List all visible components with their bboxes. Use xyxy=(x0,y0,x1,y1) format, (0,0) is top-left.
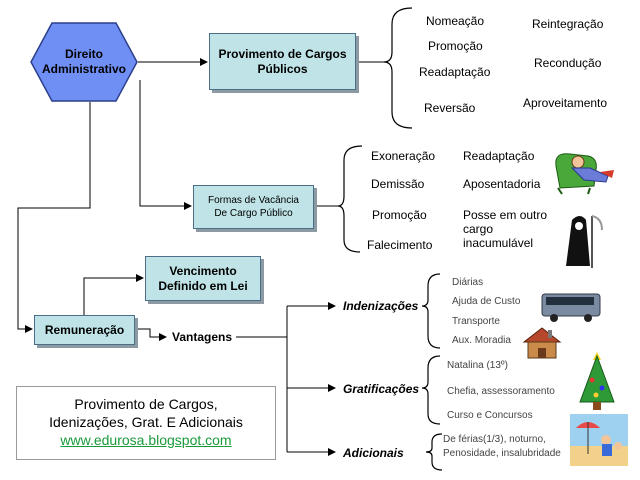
gratificacao-item: Natalina (13º) xyxy=(447,360,508,371)
vacancia-line2: De Cargo Público xyxy=(214,208,293,219)
provimento-item: Promoção xyxy=(428,39,483,53)
provimento-item: Readaptação xyxy=(419,65,491,79)
caption-line2: Idenizações, Grat. E Adicionais xyxy=(49,414,243,430)
vencimento-box: Vencimento Definido em Lei xyxy=(145,256,261,301)
vencimento-line1: Vencimento xyxy=(169,263,237,278)
indenizacoes-label: Indenizações xyxy=(343,299,419,313)
bus-clipart xyxy=(541,293,601,322)
indenizacao-item: Transporte xyxy=(452,316,500,327)
adicional-item: Penosidade, insalubridade xyxy=(443,448,561,459)
vencimento-line2: Definido em Lei xyxy=(158,278,248,293)
provimento-box: Provimento de Cargos Públicos xyxy=(209,33,356,90)
provimento-item: Aproveitamento xyxy=(523,96,608,110)
provimento-line1: Provimento de Cargos xyxy=(218,46,347,61)
vacancia-item: Aposentadoria xyxy=(463,177,541,191)
adicionais-label: Adicionais xyxy=(343,446,404,460)
root-line1: Direito xyxy=(64,47,103,61)
vacancia-item: Promoção xyxy=(372,208,427,222)
blog-link[interactable]: www.edurosa.blogspot.com xyxy=(60,432,232,448)
gratificacoes-label: Gratificações xyxy=(343,382,420,396)
indenizacao-item: Aux. Moradia xyxy=(452,335,511,346)
root-label: Direito Administrativo xyxy=(30,22,138,102)
vacancia-line1: Formas de Vacância xyxy=(208,195,299,206)
adicional-item: De férias(1/3), noturno, xyxy=(443,434,546,445)
beach-clipart xyxy=(570,414,628,466)
vacancia-item: Falecimento xyxy=(367,238,433,252)
indenizacao-item: Diárias xyxy=(452,277,484,288)
vacancia-item: Readaptação xyxy=(463,149,535,163)
vacancia-item: Demissão xyxy=(371,177,425,191)
grim-reaper-clipart xyxy=(566,215,603,268)
caption-box: Provimento de Cargos, Idenizações, Grat.… xyxy=(16,386,276,460)
gratificacao-item: Curso e Concursos xyxy=(447,410,533,421)
indenizacao-item: Ajuda de Custo xyxy=(452,296,521,307)
man-in-armchair-clipart xyxy=(555,153,614,195)
provimento-item: Nomeação xyxy=(426,14,485,28)
root-hexagon xyxy=(30,22,138,102)
provimento-item: Recondução xyxy=(534,56,602,70)
vacancia-item: Exoneração xyxy=(371,149,436,163)
vacancia-item: cargo xyxy=(463,222,494,236)
provimento-item: Reversão xyxy=(424,101,476,115)
vacancia-box: Formas de Vacância De Cargo Público xyxy=(193,185,314,229)
vacancia-item: Posse em outro xyxy=(463,208,548,222)
provimento-line2: Públicos xyxy=(257,61,308,76)
house-clipart xyxy=(522,327,562,359)
vantagens-label: Vantagens xyxy=(172,330,233,344)
remuneracao-label: Remuneração xyxy=(44,323,125,337)
christmas-tree-clipart xyxy=(579,352,615,410)
root-line2: Administrativo xyxy=(41,62,126,76)
caption-line1: Provimento de Cargos, xyxy=(74,396,218,412)
vacancia-item: inacumulável xyxy=(463,236,534,250)
remuneracao-box: Remuneração xyxy=(34,315,135,345)
gratificacao-item: Chefia, assessoramento xyxy=(447,386,555,397)
provimento-item: Reintegração xyxy=(532,17,604,31)
